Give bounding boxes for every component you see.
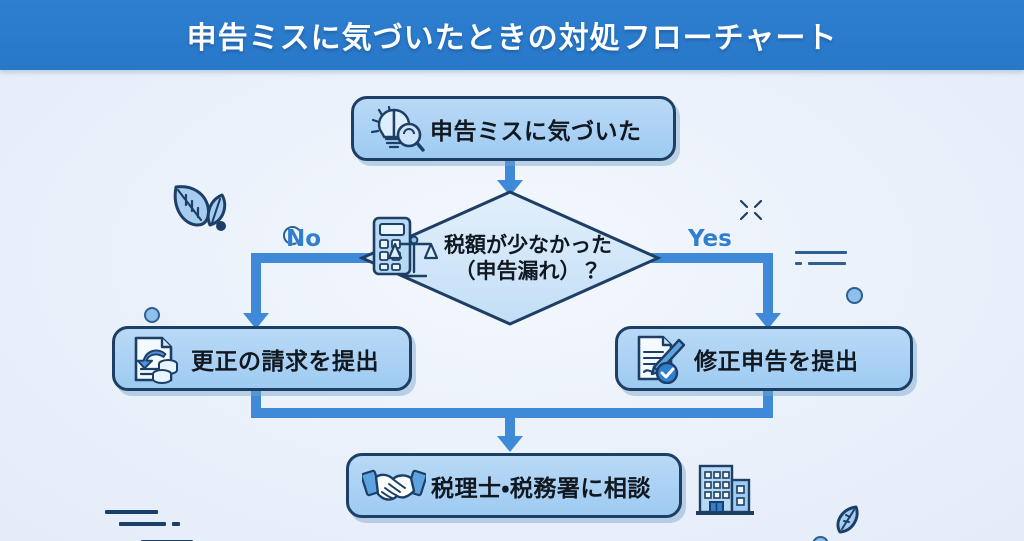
connector-decision-to-yes-h (651, 253, 773, 263)
header-bar: 申告ミスに気づいたときの対処フローチャート (0, 0, 1024, 70)
document-pen-check-icon (630, 333, 688, 385)
node-no-branch[interactable]: 更正の請求を提出 (112, 326, 412, 391)
decorative-line (119, 522, 166, 526)
connector-merge-to-end (505, 408, 515, 441)
node-decision[interactable]: 税額が少なかった （申告漏れ）？ (358, 188, 662, 328)
decorative-line (795, 262, 802, 265)
decorative-dot (812, 536, 829, 541)
node-no-branch-label: 更正の請求を提出 (191, 348, 379, 375)
node-decision-label-line1: 税額が少なかった (444, 232, 612, 257)
decorative-line (808, 262, 846, 265)
arrowhead-decision-to-no (243, 313, 269, 329)
decorative-line (105, 510, 158, 514)
handshake-icon (361, 462, 427, 510)
connector-decision-to-no-v (251, 253, 261, 318)
node-decision-content: 税額が少なかった （申告漏れ）？ (358, 188, 662, 328)
node-end[interactable]: 税理士・税務署に相談 (346, 453, 682, 518)
lightbulb-magnifier-icon (366, 103, 426, 155)
arrowhead-decision-to-yes (755, 313, 781, 329)
connector-start-to-decision (505, 159, 515, 183)
page-title: 申告ミスに気づいたときの対処フローチャート (186, 21, 838, 56)
decorative-line (172, 522, 180, 526)
node-start[interactable]: 申告ミスに気づいた (351, 96, 676, 161)
flowchart-canvas: No Yes 申告ミスに気づいた (0, 70, 1024, 541)
node-start-label: 申告ミスに気づいた (430, 118, 642, 145)
decorative-line (795, 251, 847, 254)
leaf-pair-icon (173, 185, 227, 227)
arrowhead-merge-to-end (497, 436, 523, 452)
connector-decision-to-no-h (251, 253, 369, 263)
office-building-icon (694, 462, 756, 522)
leaf-icon (836, 505, 859, 534)
connector-no-to-merge (251, 383, 261, 418)
branch-label-yes: Yes (688, 226, 732, 252)
sparkle-cross-icon (739, 199, 763, 221)
calculator-scales-icon (370, 214, 442, 284)
decorative-dot (216, 221, 226, 231)
connector-decision-to-yes-v (763, 253, 773, 318)
decorative-dot (846, 287, 863, 304)
node-yes-branch[interactable]: 修正申告を提出 (615, 326, 913, 391)
connector-yes-to-merge (763, 383, 773, 418)
node-end-label: 税理士・税務署に相談 (431, 475, 651, 502)
decorative-dot (144, 307, 160, 323)
document-refund-coins-icon (127, 333, 185, 385)
node-decision-label-line2: （申告漏れ）？ (454, 259, 602, 283)
branch-label-no: No (286, 226, 322, 252)
node-yes-branch-label: 修正申告を提出 (694, 348, 859, 375)
arrowhead-start-to-decision (497, 180, 523, 196)
